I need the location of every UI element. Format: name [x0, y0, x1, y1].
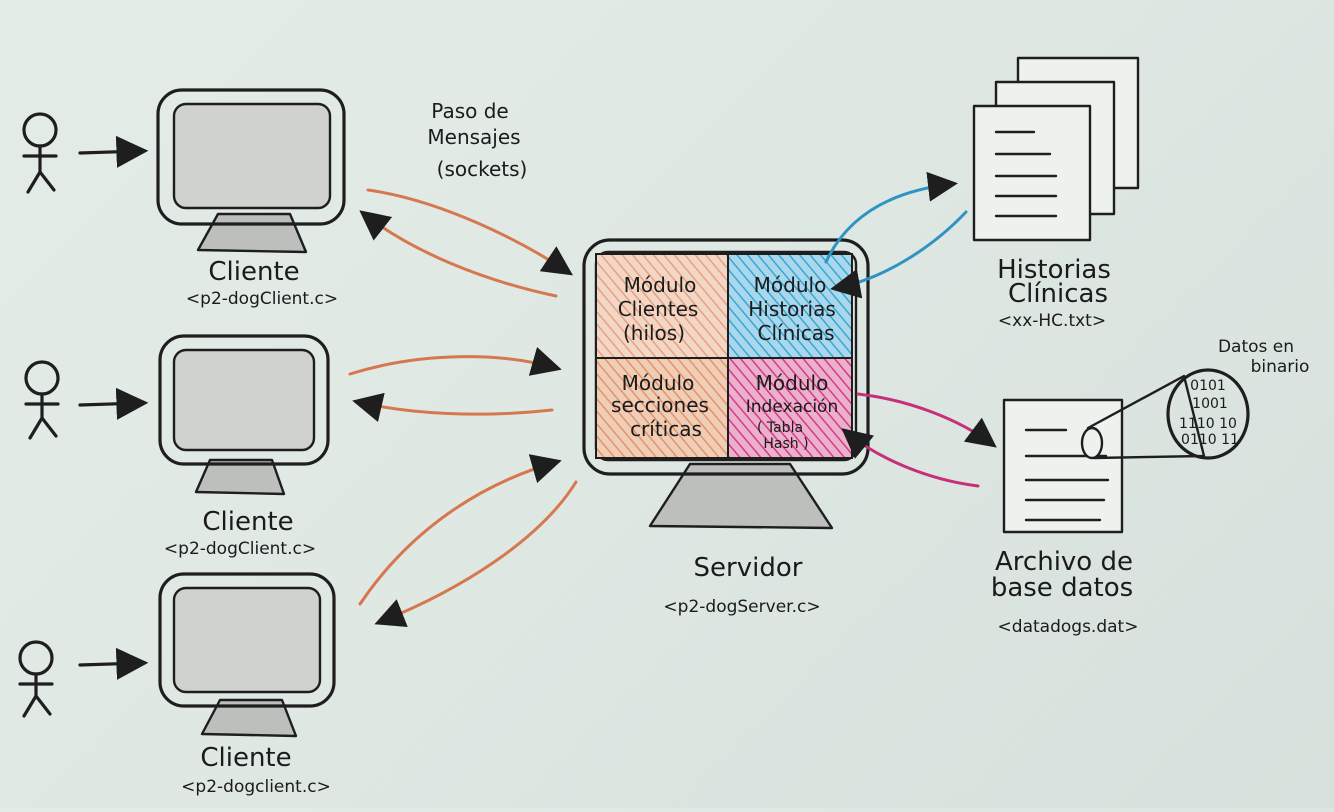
user-icon-1	[22, 112, 58, 194]
module-critical-line-2: secciones	[611, 393, 709, 417]
client-monitor-1	[156, 88, 346, 254]
client-title-1: Cliente	[208, 257, 299, 287]
client-file-3: <p2-dogclient.c>	[181, 777, 331, 797]
database-title-1: Archivo de	[995, 547, 1133, 577]
database-arrow-out	[856, 392, 997, 448]
user-arrow-1	[78, 135, 149, 168]
module-critical-line-1: Módulo	[622, 371, 695, 395]
module-histories-line-3: Clínicas	[758, 321, 835, 345]
client-title-2: Cliente	[202, 507, 293, 537]
histories-title-2: Clínicas	[1008, 279, 1108, 309]
client-title-3: Cliente	[200, 743, 291, 773]
database-title-2: base datos	[991, 573, 1133, 603]
binary-bits-2: 1001	[1192, 396, 1228, 412]
history-documents-icon	[972, 56, 1140, 242]
socket-arrow-c2-to-server	[348, 346, 562, 376]
server-file: <p2-dogServer.c>	[663, 597, 820, 617]
socket-arrow-c1-to-server	[366, 188, 573, 276]
module-clients-line-3: (hilos)	[623, 321, 685, 345]
module-clients: Módulo Clientes (hilos)	[595, 253, 729, 359]
binary-title-2: binario	[1251, 357, 1310, 377]
binary-title-1: Datos en	[1218, 337, 1294, 357]
database-arrows	[841, 392, 997, 488]
user-icon-3	[18, 640, 54, 718]
module-histories-line-1: Módulo	[754, 273, 827, 297]
database-arrow-in	[841, 428, 980, 488]
message-passing-line-3: (sockets)	[437, 157, 528, 181]
message-passing-line-1: Paso de	[431, 99, 508, 123]
module-index-line-3: ( Tabla	[757, 420, 803, 436]
history-arrow-out	[824, 171, 958, 264]
socket-arrow-server-to-c2	[352, 392, 554, 423]
socket-arrow-server-to-c1	[359, 210, 558, 298]
module-index-line-2: Indexación	[746, 397, 838, 417]
client-file-1: <p2-dogClient.c>	[186, 289, 338, 309]
socket-arrow-server-to-c3	[374, 480, 578, 628]
binary-bits-4: 0110 11	[1181, 432, 1239, 448]
module-histories: Módulo Historias Clínicas	[727, 253, 853, 359]
message-passing-line-2: Mensajes	[427, 125, 520, 149]
binary-cylinder-icon: 0101 1001 1110 10 0110 11	[1166, 368, 1250, 460]
user-arrow-2	[78, 387, 149, 420]
module-critical-sections: Módulo secciones críticas	[595, 357, 729, 459]
module-index-line-1: Módulo	[756, 371, 829, 395]
binary-bits-1: 0101	[1190, 378, 1226, 394]
binary-bits-3: 1110 10	[1179, 416, 1237, 432]
client-file-2: <p2-dogClient.c>	[164, 539, 316, 559]
database-document-icon	[1002, 374, 1206, 534]
user-icon-2	[24, 360, 60, 440]
module-clients-line-1: Módulo	[624, 273, 697, 297]
module-index-line-4: Hash )	[763, 436, 808, 452]
module-histories-line-2: Historias	[748, 297, 836, 321]
module-indexing: Módulo Indexación ( Tabla Hash )	[727, 357, 853, 459]
histories-title-1: Historias	[997, 255, 1111, 285]
module-clients-line-2: Clientes	[618, 297, 699, 321]
history-arrows	[824, 171, 968, 299]
user-arrow-3	[78, 647, 149, 680]
history-arrow-in	[830, 210, 968, 299]
client-monitor-3	[158, 572, 336, 738]
socket-arrow-c3-to-server	[358, 454, 562, 606]
client-monitor-2	[158, 334, 330, 496]
socket-arrows	[348, 188, 578, 628]
database-file: <datadogs.dat>	[998, 617, 1139, 637]
module-critical-line-3: críticas	[630, 417, 702, 441]
histories-file: <xx-HC.txt>	[998, 311, 1106, 331]
server-monitor	[582, 238, 870, 530]
server-title: Servidor	[694, 553, 803, 583]
